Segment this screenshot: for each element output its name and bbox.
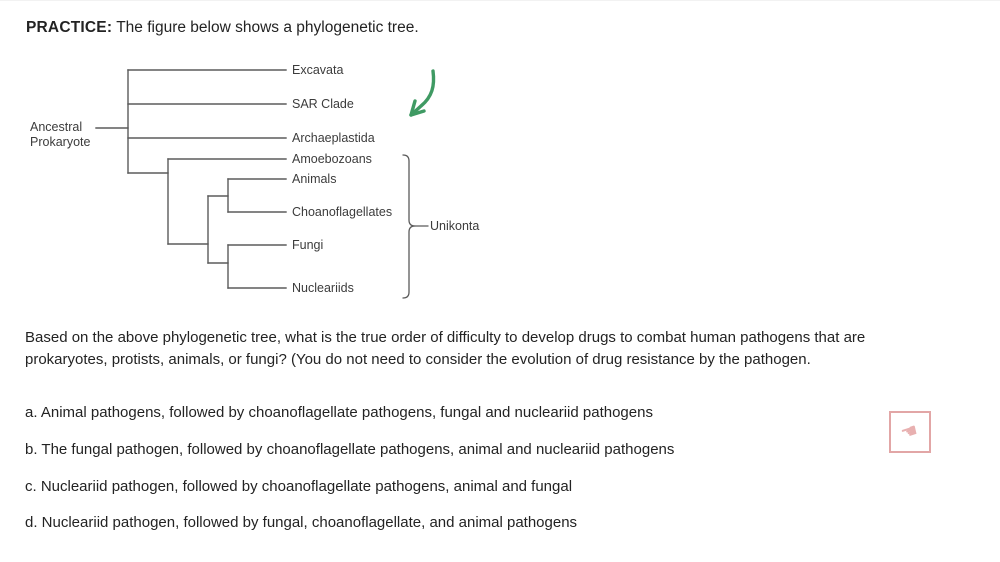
pointing-hand-icon: ☚	[898, 419, 922, 445]
tip-label-fungi: Fungi	[292, 238, 324, 252]
answer-option-d[interactable]: d. Nucleariid pathogen, followed by fung…	[25, 514, 578, 531]
green-arrow-icon	[409, 69, 436, 117]
tree-branches	[95, 69, 287, 289]
answer-option-b[interactable]: b. The fungal pathogen, followed by choa…	[25, 441, 675, 458]
question-text: Based on the above phylogenetic tree, wh…	[25, 329, 866, 368]
tip-label-amoebozoans: Amoebozoans	[292, 152, 372, 166]
root-label-line1: Ancestral	[30, 120, 83, 134]
top-divider	[0, 0, 1000, 1]
answer-option-a[interactable]: a. Animal pathogens, followed by choanof…	[25, 404, 653, 421]
practice-label: PRACTICE:	[26, 19, 113, 36]
tip-label-nucleariids: Nucleariids	[292, 281, 354, 295]
tip-label-archaeplastida: Archaeplastida	[292, 131, 375, 145]
tip-label-excavata: Excavata	[292, 63, 344, 77]
practice-prompt: PRACTICE: The figure below shows a phylo…	[26, 17, 419, 38]
root-label-line2: Prokaryote	[30, 135, 91, 149]
root-label: Ancestral Prokaryote	[30, 120, 90, 150]
tip-label-animals: Animals	[292, 172, 337, 186]
tip-label-choanoflagellates: Choanoflagellates	[292, 205, 393, 219]
phylogenetic-tree-figure: Ancestral Prokaryote Excavata SAR Clade …	[0, 48, 560, 313]
clade-label-unikonta: Unikonta	[430, 219, 480, 233]
answer-option-c[interactable]: c. Nucleariid pathogen, followed by choa…	[25, 478, 573, 495]
cursor-highlight-box[interactable]: ☚	[889, 411, 931, 453]
tree-diagram-svg	[95, 69, 436, 299]
tip-label-sar-clade: SAR Clade	[292, 97, 354, 111]
unikonta-bracket	[402, 154, 429, 299]
practice-text: The figure below shows a phylogenetic tr…	[112, 19, 419, 36]
